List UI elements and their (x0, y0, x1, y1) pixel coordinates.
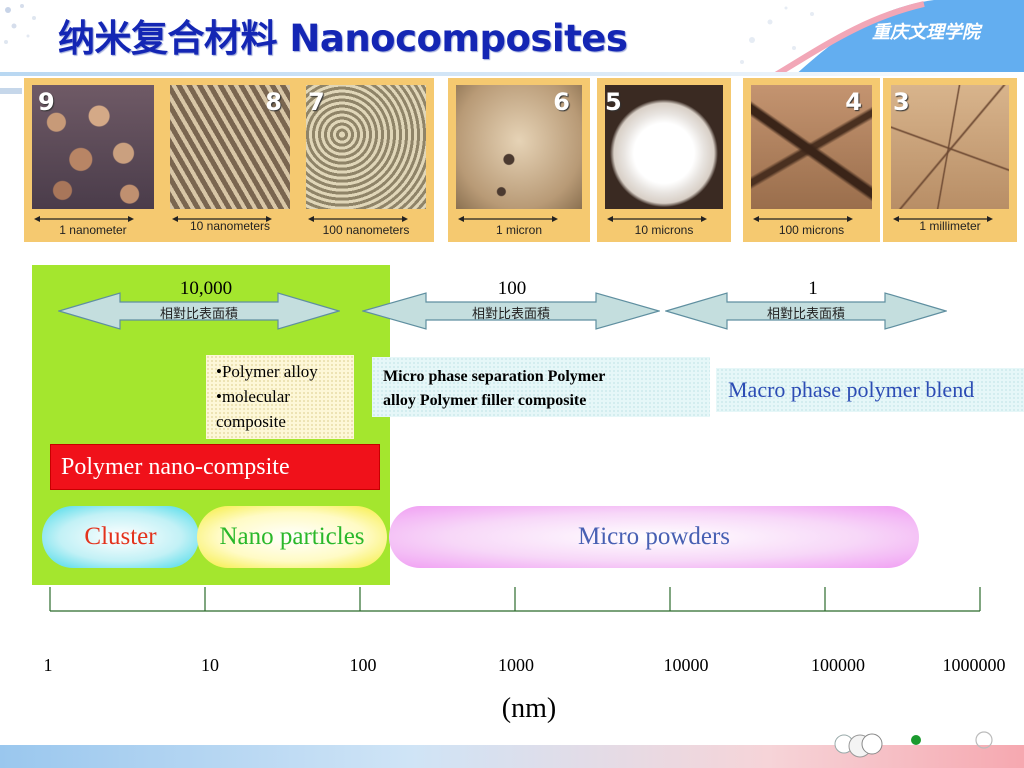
photo-number: 7 (308, 88, 325, 116)
photo-caption: 1 micron (495, 223, 542, 237)
photo-number: 8 (265, 88, 282, 116)
photo-panel-6: 6 1 micron (448, 78, 590, 242)
photo-panel-4: 4 100 microns (743, 78, 880, 242)
scale-bar (607, 216, 707, 222)
photo-cell (456, 85, 582, 209)
photo-atoms (32, 85, 154, 209)
axis-tick-label: 100000 (811, 655, 865, 675)
surface-ratio-value-1: 10,000 (179, 278, 233, 299)
photo-caption: 100 microns (778, 223, 845, 237)
scale-bar (308, 216, 408, 222)
surface-ratio-value-2: 100 (497, 278, 527, 299)
page-title: 纳米复合材料 Nanocomposites (58, 17, 628, 60)
cluster-pill: Cluster (42, 506, 199, 568)
photo-number: 9 (38, 88, 55, 116)
photo-panel-5: 5 10 microns (597, 78, 731, 242)
organization-name: 重庆文理学院 (872, 22, 980, 43)
scale-bar (893, 216, 993, 222)
photo-panel-7: 7 100 nanometers (298, 78, 434, 242)
photo-panel-8: 8 10 nanometers (162, 78, 298, 242)
photo-caption: 100 nanometers (322, 223, 410, 237)
scale-bar (458, 216, 558, 222)
header-divider (0, 72, 1024, 76)
axis-tick-label: 10000 (663, 655, 709, 675)
decorative-dots (4, 4, 36, 44)
polymer-alloy-line: •molecular (216, 387, 290, 406)
photo-caption: 1 nanometer (59, 223, 127, 237)
arrow-label-3: 相對比表面積 (766, 307, 845, 322)
polymer-alloy-line: composite (216, 412, 286, 431)
photo-skin (751, 85, 872, 209)
arrow-label-1: 相對比表面積 (159, 307, 238, 322)
macro-phase-box: Macro phase polymer blend (716, 368, 1024, 412)
micro-phase-line: alloy Polymer filler composite (383, 392, 587, 409)
side-divider (0, 88, 22, 94)
axis-tick-label: 1 (43, 655, 53, 675)
photo-number: 3 (893, 88, 910, 116)
nano-particles-pill: Nano particles (197, 506, 387, 568)
photo-panel-9: 9 1 nanometer (24, 78, 162, 242)
photo-number: 4 (845, 88, 862, 116)
polymer-nanocomposite-bar: Polymer nano-compsite (50, 444, 380, 490)
scale-bar (172, 216, 272, 222)
scale-axis (49, 587, 981, 612)
photo-number: 5 (605, 88, 622, 116)
micro-phase-line: Micro phase separation Polymer (383, 368, 606, 385)
axis-tick-label: 1000 (498, 655, 534, 675)
photo-caption: 10 nanometers (189, 219, 271, 233)
double-arrow-3 (665, 292, 947, 330)
photo-dna (170, 85, 290, 209)
photo-caption: 1 millimeter (919, 219, 981, 233)
double-arrow-2 (362, 292, 660, 330)
photo-skin-surface (891, 85, 1009, 209)
photo-lymphocyte (605, 85, 723, 209)
axis-tick-label: 1000000 (942, 655, 1006, 675)
double-arrow-1 (58, 292, 340, 330)
photo-panel-3: 3 1 millimeter (883, 78, 1017, 242)
header-swoosh (740, 0, 1024, 76)
axis-tick-label: 100 (349, 655, 377, 675)
scale-bar (753, 216, 853, 222)
photo-number: 6 (553, 88, 570, 116)
polymer-alloy-box: •Polymer alloy •molecular composite (206, 355, 354, 439)
axis-tick-label: 10 (201, 655, 219, 675)
scale-bar (34, 216, 134, 222)
arrow-label-2: 相對比表面積 (471, 307, 550, 322)
micro-powders-pill: Micro powders (389, 506, 919, 568)
footer-band (0, 745, 1024, 768)
decorative-spheres (834, 731, 993, 758)
photo-caption: 10 microns (634, 223, 694, 237)
polymer-alloy-line: •Polymer alloy (216, 362, 318, 381)
micro-phase-box: Micro phase separation Polymer alloy Pol… (372, 357, 710, 417)
axis-unit-label: (nm) (501, 693, 557, 724)
photo-chromatin (306, 85, 426, 209)
surface-ratio-value-3: 1 (808, 278, 818, 299)
